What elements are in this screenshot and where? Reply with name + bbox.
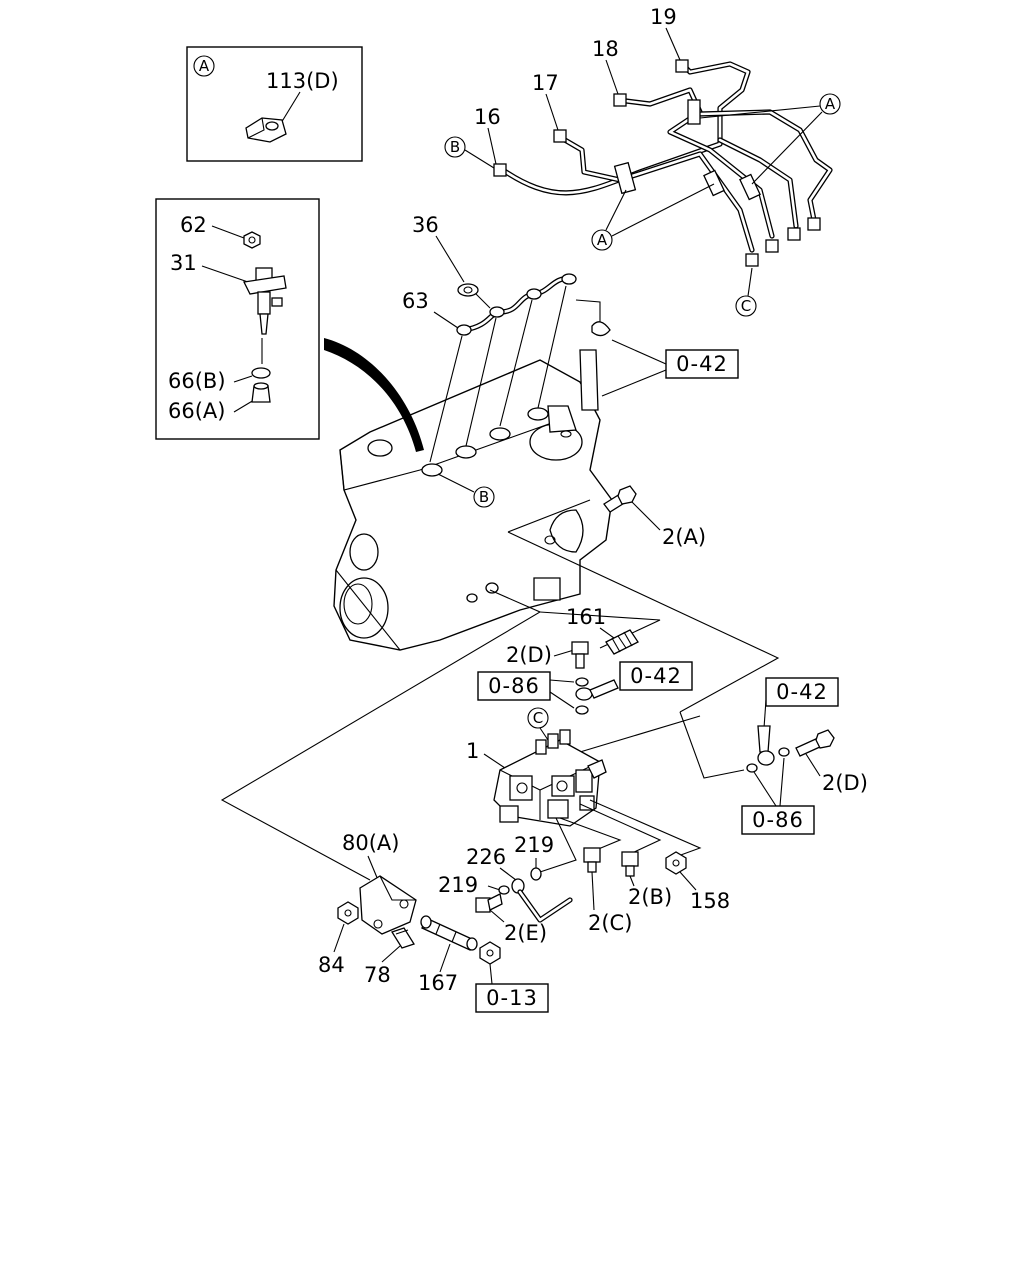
nut-62 bbox=[243, 231, 261, 249]
ref-086-right: 0-86 bbox=[741, 757, 815, 835]
pipe-226 bbox=[511, 878, 573, 923]
injection-pump-1 bbox=[493, 729, 607, 827]
svg-text:0-86: 0-86 bbox=[752, 808, 804, 832]
label-226: 226 bbox=[466, 845, 506, 869]
ref-042-right: 0-42 bbox=[763, 677, 839, 729]
ref-a-top: A bbox=[699, 93, 841, 185]
label-84: 84 bbox=[318, 953, 345, 977]
washer-086-a bbox=[575, 677, 589, 687]
ref-013: 0-13 bbox=[475, 963, 549, 1013]
label-63: 63 bbox=[402, 289, 429, 313]
bracket-80a bbox=[359, 875, 417, 935]
fitting-161 bbox=[605, 629, 639, 655]
injector-31 bbox=[243, 267, 287, 335]
injection-pipes bbox=[493, 59, 833, 267]
washer-219-top bbox=[530, 867, 542, 881]
svg-text:0-86: 0-86 bbox=[488, 674, 540, 698]
eyebolt-right bbox=[746, 725, 790, 773]
label-17: 17 bbox=[532, 71, 559, 95]
label-167: 167 bbox=[418, 971, 458, 995]
inset-a: A 113(D) bbox=[186, 46, 363, 162]
label-2d-top: 2(D) bbox=[506, 643, 552, 667]
return-guides bbox=[429, 285, 611, 463]
label-1: 1 bbox=[466, 739, 479, 763]
label-161: 161 bbox=[566, 605, 606, 629]
ref-086-left: 0-86 bbox=[477, 671, 575, 709]
eyebolt-center bbox=[575, 679, 619, 701]
label-36: 36 bbox=[412, 213, 439, 237]
bolt-2c bbox=[583, 847, 601, 873]
label-2e: 2(E) bbox=[504, 921, 547, 945]
return-pipe bbox=[456, 273, 577, 336]
engine-block bbox=[333, 349, 613, 651]
label-31: 31 bbox=[170, 251, 197, 275]
label-66a: 66(A) bbox=[168, 399, 225, 423]
label-113d: 113(D) bbox=[266, 69, 339, 93]
label-2a: 2(A) bbox=[662, 525, 706, 549]
label-80a: 80(A) bbox=[342, 831, 399, 855]
nut-158 bbox=[665, 851, 687, 875]
nut-84 bbox=[337, 901, 359, 925]
svg-text:B: B bbox=[450, 138, 460, 156]
svg-text:B: B bbox=[479, 488, 489, 506]
rod-167 bbox=[420, 915, 478, 951]
bolt-2b bbox=[621, 851, 639, 877]
pump-lower-guides bbox=[539, 799, 702, 873]
bolt-2d-top bbox=[571, 641, 589, 669]
label-18: 18 bbox=[592, 37, 619, 61]
ref-a-bottom: A bbox=[591, 183, 715, 251]
svg-text:0-42: 0-42 bbox=[676, 352, 728, 376]
svg-text:0-42: 0-42 bbox=[776, 680, 828, 704]
bolt-2a bbox=[603, 485, 637, 513]
label-219-left: 219 bbox=[438, 873, 478, 897]
ref-c-pump: C bbox=[527, 707, 549, 741]
svg-text:0-42: 0-42 bbox=[630, 664, 682, 688]
ref-042-mid: 0-42 bbox=[619, 661, 693, 691]
label-66b: 66(B) bbox=[168, 369, 226, 393]
seal-66a bbox=[251, 382, 271, 403]
svg-text:A: A bbox=[597, 231, 608, 249]
inset-injector: 62 31 66(B) 66(A) bbox=[155, 198, 320, 440]
nut-013 bbox=[479, 941, 501, 965]
label-219-top: 219 bbox=[514, 833, 554, 857]
svg-text:0-13: 0-13 bbox=[486, 986, 538, 1010]
label-158: 158 bbox=[690, 889, 730, 913]
svg-text:A: A bbox=[825, 95, 836, 113]
clip-113d bbox=[245, 117, 287, 143]
washer-66b bbox=[251, 367, 271, 379]
label-2c: 2(C) bbox=[588, 911, 632, 935]
inset-a-badge: A bbox=[199, 57, 210, 75]
svg-text:C: C bbox=[741, 297, 751, 315]
svg-text:C: C bbox=[533, 709, 543, 727]
ref-b-engine: B bbox=[437, 473, 495, 508]
label-78: 78 bbox=[364, 963, 391, 987]
bolt-2d-right bbox=[795, 729, 835, 757]
label-2b: 2(B) bbox=[628, 885, 672, 909]
label-19: 19 bbox=[650, 5, 677, 29]
label-62: 62 bbox=[180, 213, 207, 237]
bolt-2e bbox=[475, 893, 503, 913]
label-2d-right: 2(D) bbox=[822, 771, 868, 795]
bolt-78 bbox=[391, 927, 415, 949]
washer-219-left bbox=[498, 885, 510, 895]
ref-c-pipe: C bbox=[735, 267, 757, 317]
inset-pointer-swoosh bbox=[324, 338, 424, 452]
washer-086-b bbox=[575, 705, 589, 715]
ref-b-pipe: B bbox=[444, 136, 495, 169]
label-16: 16 bbox=[474, 105, 501, 129]
ref-042-top: 0-42 bbox=[601, 339, 739, 397]
